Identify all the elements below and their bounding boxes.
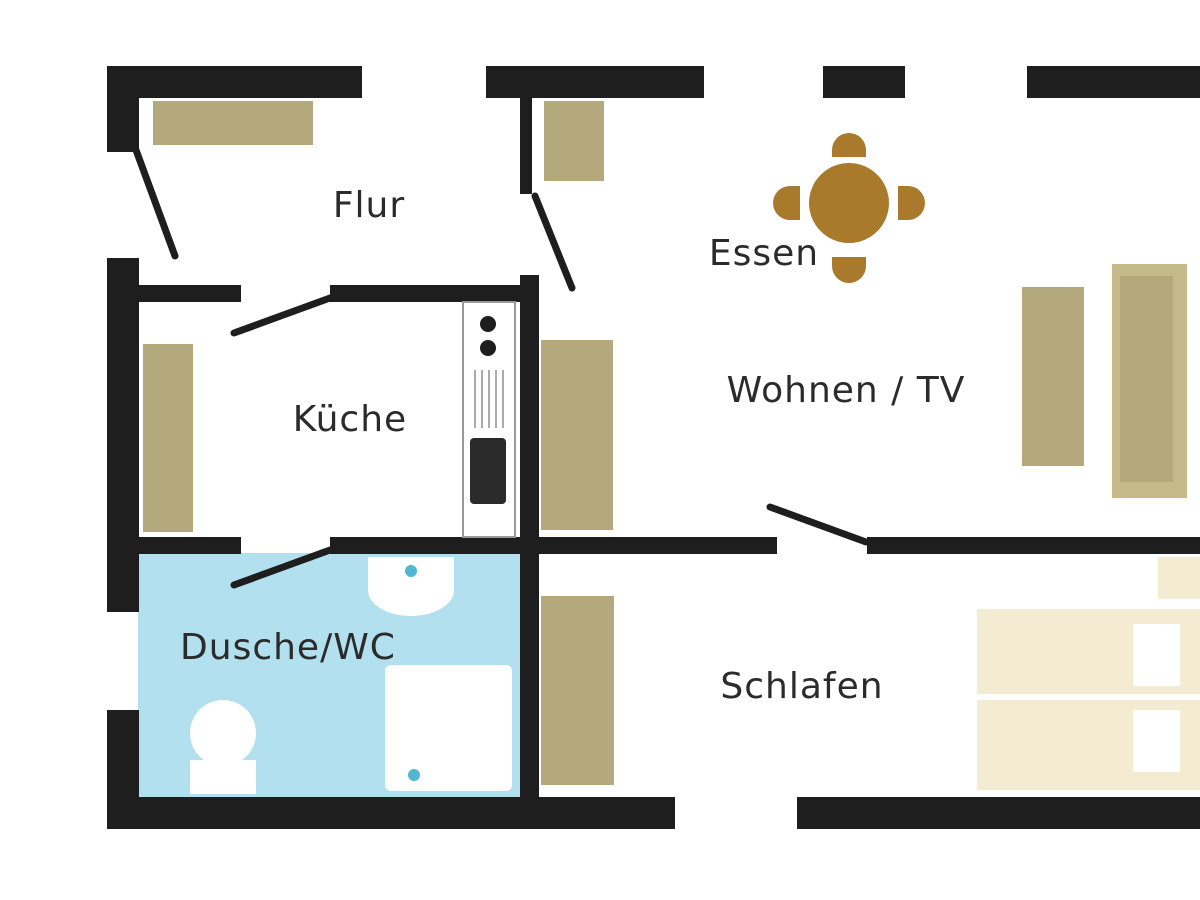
door-bedroom [766,503,870,546]
door-kitchen [230,294,334,337]
bedroom-wardrobe [541,596,614,785]
wall-top-1 [107,66,362,98]
wall-flur-stub [520,98,532,194]
door-entrance [132,146,179,260]
room-label-flur: Flur [333,185,405,226]
kitchen-cupboard [143,344,193,532]
kitchen-counter [462,301,516,538]
drain-board [474,370,504,428]
door-flur-living [531,192,576,292]
toilet-icon [190,700,256,794]
flur-wardrobe [153,101,313,145]
room-label-essen: Essen [709,233,819,274]
sink-icon [470,438,506,504]
wall-left-1 [107,66,139,152]
wall-flur-bottom-2 [330,285,532,302]
doors [132,146,870,589]
room-label-kueche: Küche [293,399,407,440]
wall-top-2 [486,66,704,98]
wall-living-bottom-2 [867,537,1200,554]
dining-table-icon [773,133,925,283]
wall-top-3 [823,66,905,98]
wall-left-2 [107,258,139,612]
wall-kitchen-right [520,275,539,797]
bed-icon [977,557,1200,790]
walls [107,66,1200,829]
wall-left-3 [107,710,139,829]
room-label-schlafen: Schlafen [720,666,883,707]
wall-bottom-1 [107,797,675,829]
wall-kitchen-bottom-2 [330,537,520,554]
room-label-dusche: Dusche/WC [180,627,396,668]
armchair [1022,287,1084,466]
wall-flur-bottom-1 [139,285,241,302]
wall-living-bottom-1 [539,537,777,554]
wall-top-4 [1027,66,1200,98]
sofa-icon [1112,264,1187,498]
furniture [143,101,1084,785]
washbasin-icon [368,557,454,616]
shower-icon [385,665,512,791]
living-cabinet [541,340,613,530]
wall-bottom-2 [797,797,1200,829]
stove-icon [480,316,496,356]
room-label-wohnen: Wohnen / TV [727,370,966,411]
door-bathroom [230,546,334,589]
wall-kitchen-bottom-1 [139,537,241,554]
flur-cabinet [544,101,604,181]
